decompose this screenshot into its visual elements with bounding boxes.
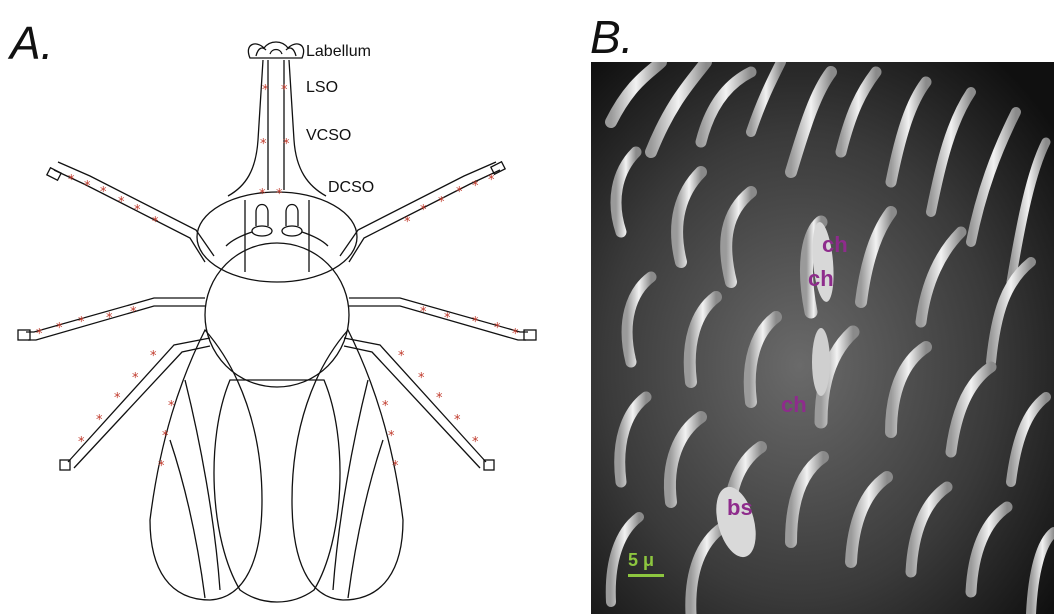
svg-text:*: * [150, 349, 157, 364]
scale-bar-label: 5 μ [628, 550, 654, 571]
svg-text:*: * [106, 311, 113, 326]
svg-text:*: * [78, 315, 85, 330]
svg-text:*: * [68, 173, 75, 188]
svg-text:*: * [382, 399, 389, 414]
svg-text:*: * [418, 371, 425, 386]
svg-text:*: * [494, 321, 501, 336]
right-wing [292, 330, 403, 600]
svg-text:*: * [56, 321, 63, 336]
svg-text:*: * [420, 305, 427, 320]
svg-text:*: * [388, 429, 395, 444]
svg-text:*: * [283, 137, 290, 152]
label-labellum: Labellum [306, 43, 371, 60]
svg-text:*: * [36, 327, 43, 342]
svg-text:*: * [420, 203, 427, 218]
label-ch-1: ch [822, 232, 848, 258]
label-bs: bs [727, 495, 753, 521]
svg-text:*: * [162, 429, 169, 444]
sem-micrograph [591, 62, 1054, 614]
head [197, 192, 357, 282]
svg-text:*: * [168, 399, 175, 414]
svg-text:*: * [260, 137, 267, 152]
svg-text:*: * [152, 215, 159, 230]
svg-text:*: * [96, 413, 103, 428]
fly-diagram: Labellum LSO VCSO DCSO ** ** ** ** ** **… [0, 0, 590, 614]
svg-text:*: * [456, 185, 463, 200]
svg-text:*: * [281, 83, 288, 98]
svg-text:*: * [512, 327, 519, 342]
svg-text:*: * [438, 195, 445, 210]
svg-text:*: * [488, 173, 495, 188]
svg-text:*: * [134, 203, 141, 218]
svg-text:*: * [130, 305, 137, 320]
svg-text:*: * [392, 459, 399, 474]
svg-text:*: * [78, 435, 85, 450]
svg-text:*: * [436, 391, 443, 406]
label-ch-2: ch [808, 266, 834, 292]
scale-bar [628, 574, 664, 577]
sensilla-markers: * * * * * * * * * * * * * * * * * * * * * * * * * * *… [36, 83, 519, 474]
svg-text:*: * [118, 195, 125, 210]
svg-text:*: * [100, 185, 107, 200]
label-dcso: DCSO [328, 179, 374, 196]
svg-text:*: * [84, 179, 91, 194]
svg-text:*: * [444, 311, 451, 326]
svg-text:*: * [454, 413, 461, 428]
svg-text:*: * [472, 179, 479, 194]
svg-text:*: * [114, 391, 121, 406]
svg-text:*: * [259, 187, 266, 202]
left-wing [150, 330, 262, 600]
svg-text:*: * [398, 349, 405, 364]
svg-text:*: * [262, 83, 269, 98]
thorax [205, 243, 349, 387]
svg-text:*: * [276, 187, 283, 202]
svg-text:*: * [132, 371, 139, 386]
svg-text:*: * [472, 315, 479, 330]
abdomen [214, 380, 340, 602]
svg-text:*: * [472, 435, 479, 450]
label-ch-3: ch [781, 392, 807, 418]
label-lso: LSO [306, 79, 338, 96]
svg-text:*: * [404, 215, 411, 230]
label-vcso: VCSO [306, 127, 351, 144]
panel-b-letter: B. [590, 14, 633, 60]
svg-text:*: * [158, 459, 165, 474]
